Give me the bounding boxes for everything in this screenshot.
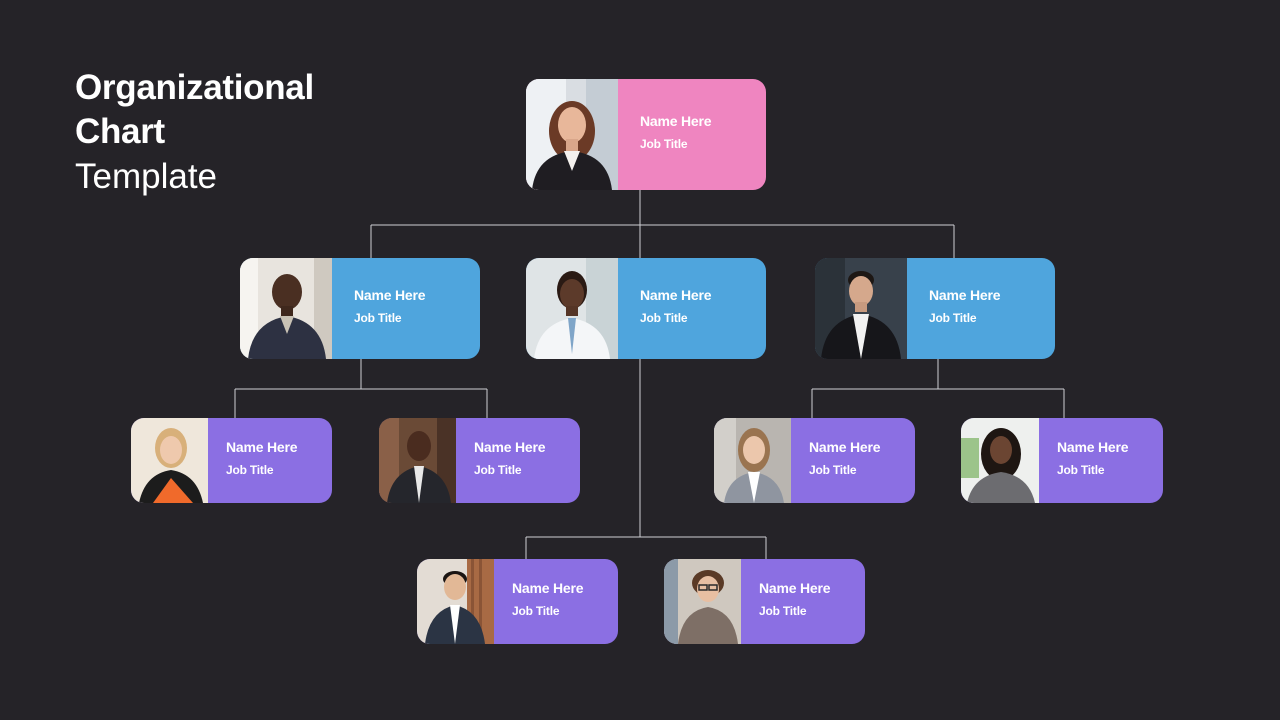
card-info: Name Here Job Title [1039, 418, 1163, 503]
org-card-staff[interactable]: Name Here Job Title [961, 418, 1163, 503]
card-info: Name Here Job Title [208, 418, 332, 503]
card-info: Name Here Job Title [494, 559, 618, 644]
card-info: Name Here Job Title [907, 258, 1055, 359]
org-card-ceo[interactable]: Name Here Job Title [526, 79, 766, 190]
person-name: Name Here [226, 438, 298, 455]
page-title: Organizational Chart Template [75, 66, 314, 200]
avatar [526, 79, 618, 190]
person-name: Name Here [512, 579, 584, 596]
avatar [815, 258, 907, 359]
person-name: Name Here [640, 112, 712, 129]
org-card-manager[interactable]: Name Here Job Title [815, 258, 1055, 359]
title-line-1: Organizational [75, 68, 314, 107]
card-info: Name Here Job Title [618, 79, 766, 190]
person-job-title: Job Title [474, 462, 522, 477]
person-name: Name Here [809, 438, 881, 455]
org-card-staff[interactable]: Name Here Job Title [131, 418, 332, 503]
person-job-title: Job Title [809, 462, 857, 477]
org-card-manager[interactable]: Name Here Job Title [240, 258, 480, 359]
org-card-manager[interactable]: Name Here Job Title [526, 258, 766, 359]
title-line-2: Chart [75, 112, 165, 151]
org-card-staff[interactable]: Name Here Job Title [714, 418, 915, 503]
person-name: Name Here [640, 286, 712, 303]
person-job-title: Job Title [1057, 462, 1105, 477]
avatar [417, 559, 494, 644]
card-info: Name Here Job Title [332, 258, 480, 359]
person-name: Name Here [759, 579, 831, 596]
person-name: Name Here [354, 286, 426, 303]
avatar [131, 418, 208, 503]
avatar [240, 258, 332, 359]
person-job-title: Job Title [226, 462, 274, 477]
avatar [379, 418, 456, 503]
title-line-3: Template [75, 157, 218, 196]
avatar [714, 418, 791, 503]
card-info: Name Here Job Title [456, 418, 580, 503]
org-card-staff[interactable]: Name Here Job Title [379, 418, 580, 503]
person-name: Name Here [1057, 438, 1129, 455]
person-job-title: Job Title [929, 310, 977, 325]
card-info: Name Here Job Title [791, 418, 915, 503]
person-name: Name Here [474, 438, 546, 455]
card-info: Name Here Job Title [618, 258, 766, 359]
person-job-title: Job Title [512, 603, 560, 618]
person-job-title: Job Title [640, 310, 688, 325]
avatar [526, 258, 618, 359]
org-card-staff[interactable]: Name Here Job Title [417, 559, 618, 644]
person-job-title: Job Title [354, 310, 402, 325]
card-info: Name Here Job Title [741, 559, 865, 644]
org-card-staff[interactable]: Name Here Job Title [664, 559, 865, 644]
person-name: Name Here [929, 286, 1001, 303]
avatar [961, 418, 1039, 503]
person-job-title: Job Title [759, 603, 807, 618]
avatar [664, 559, 741, 644]
person-job-title: Job Title [640, 136, 688, 151]
